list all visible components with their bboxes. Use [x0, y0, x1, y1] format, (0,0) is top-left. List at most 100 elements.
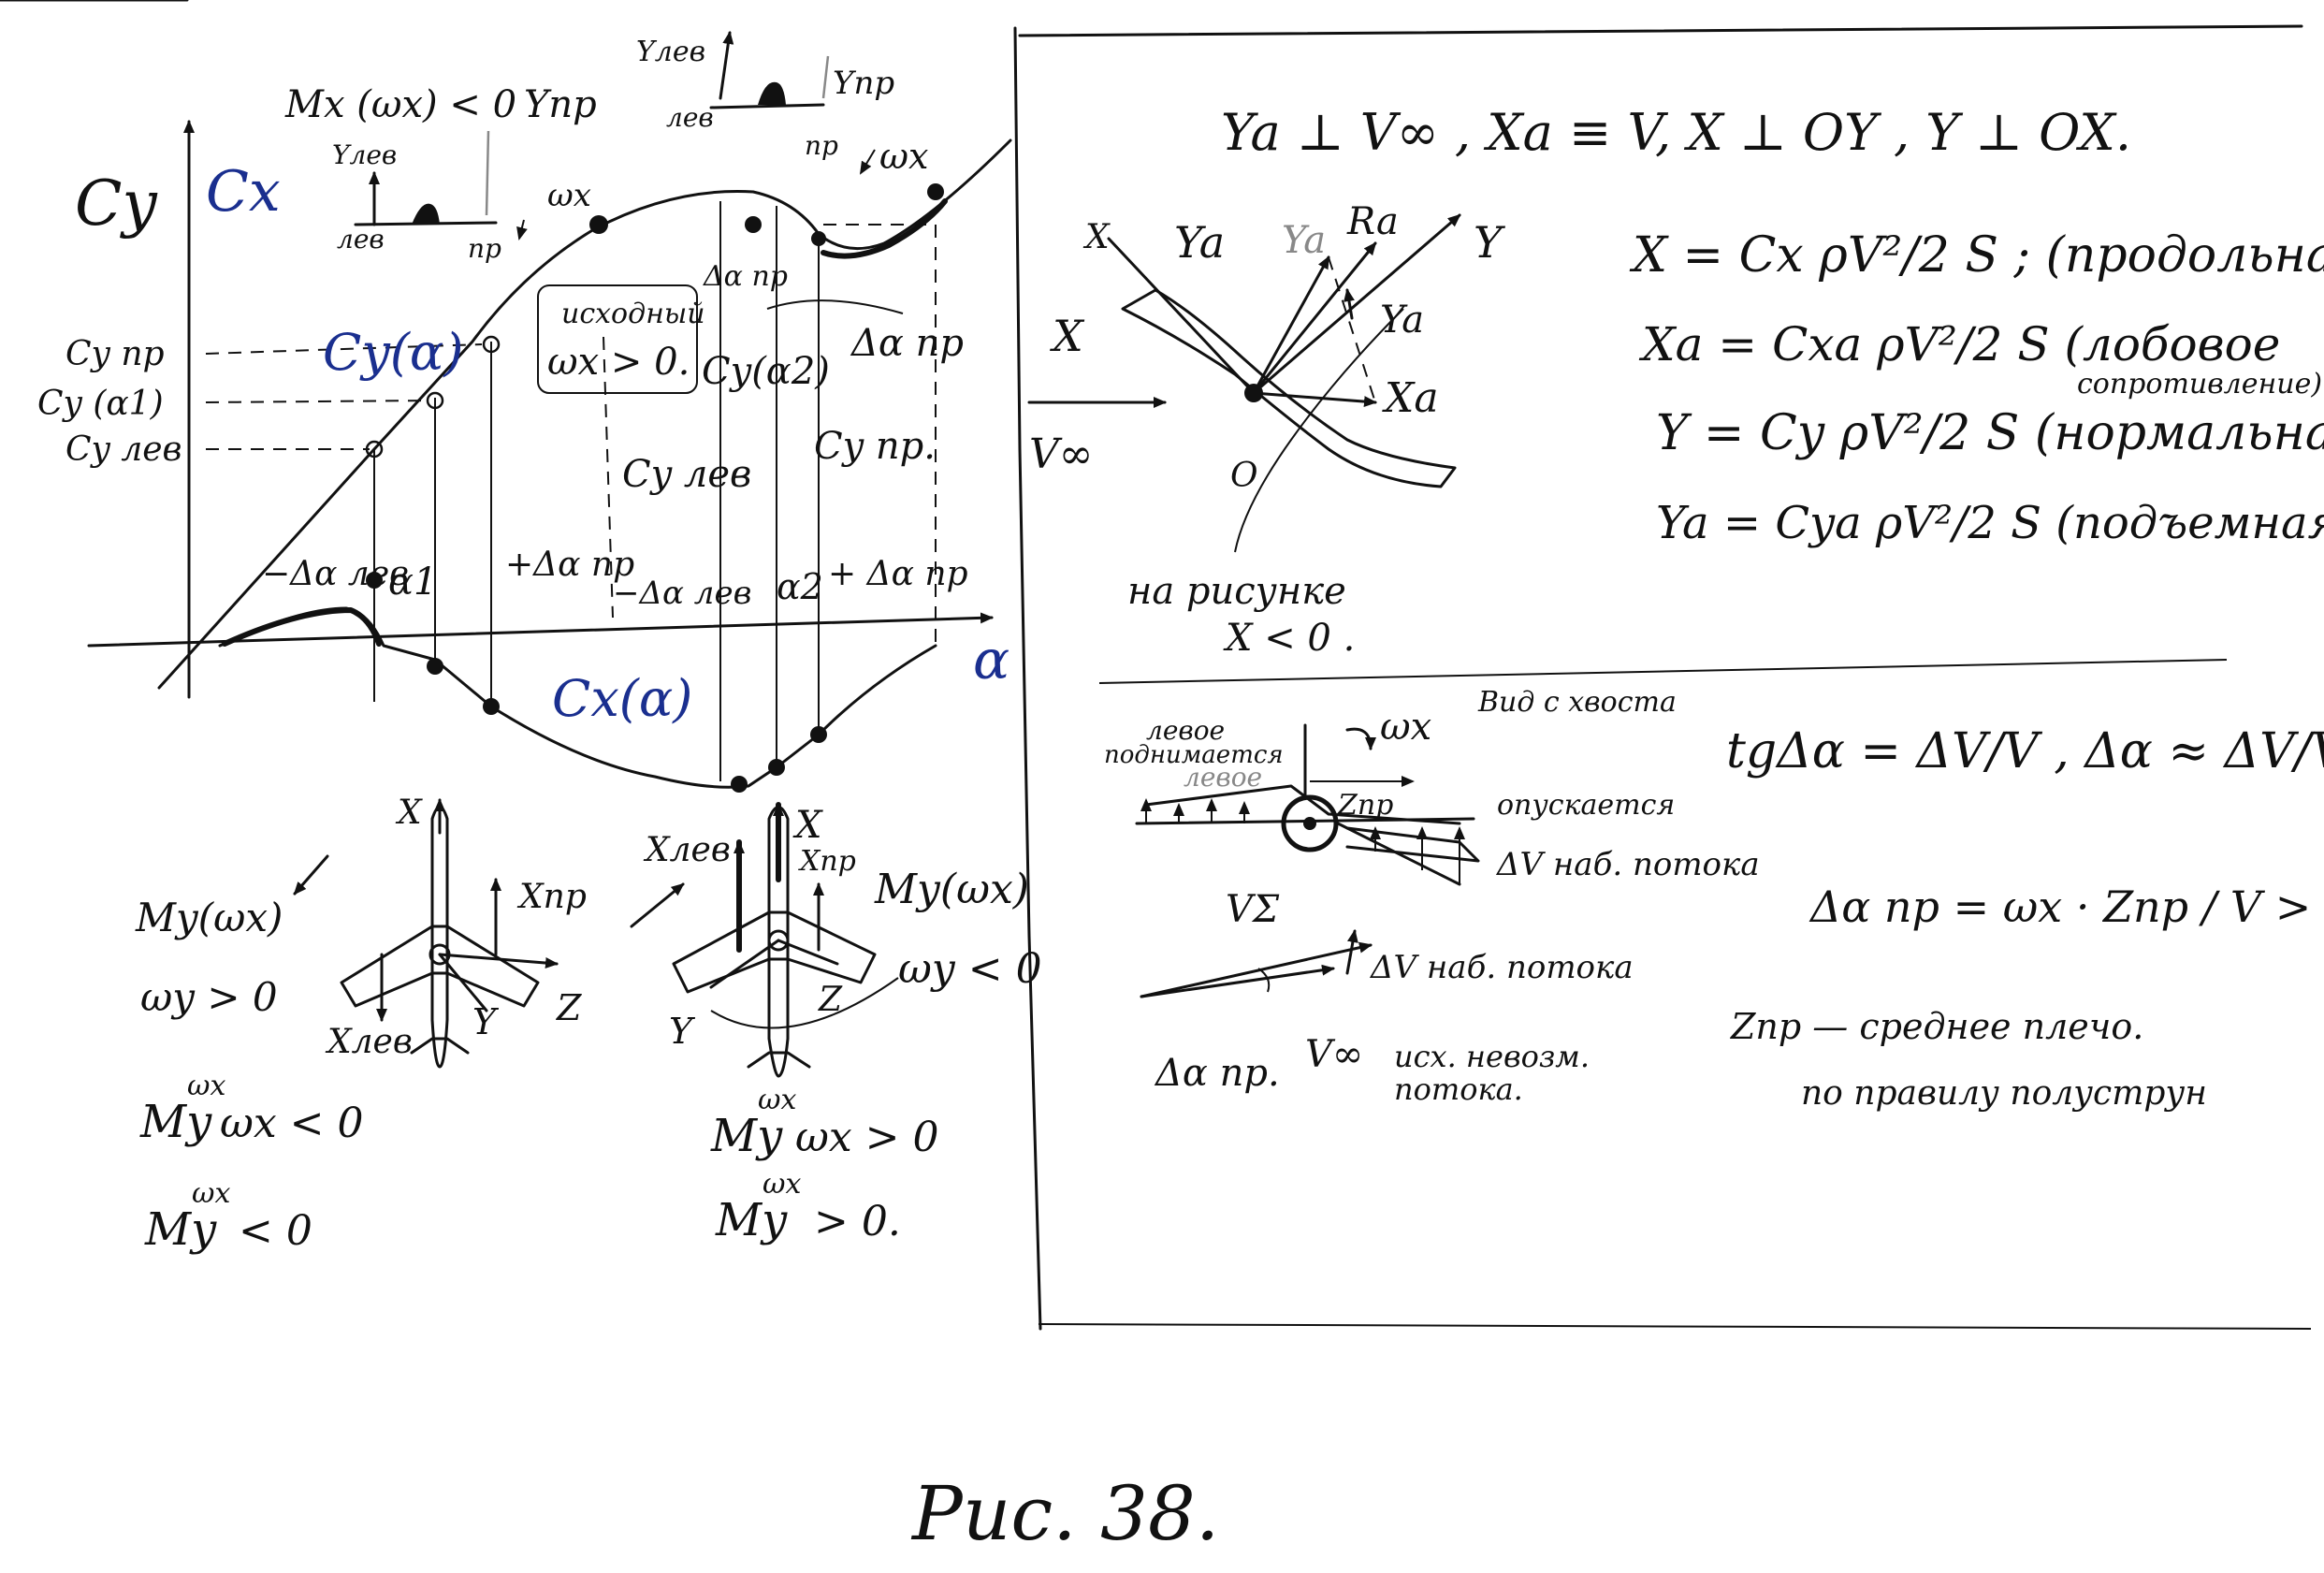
vector-relations-header: Ya ⊥ V∞ , Xa ≡ V, X ⊥ OY , Y ⊥ OX.	[1221, 103, 2131, 162]
figure-caption: Рис. 38.	[910, 1470, 1219, 1557]
delta-alpha-np-eq: Δα пр = ωx · Zпр / V > 0	[1808, 881, 2324, 932]
plane-right-x: X	[792, 804, 823, 847]
alpha2-label: α2	[777, 566, 823, 607]
fig-ra-label: Ra	[1346, 200, 1399, 243]
plane-left-wy: ωy > 0	[140, 974, 278, 1020]
fig-y-label: Y	[1474, 217, 1506, 268]
axis-label-cx: Cx	[206, 159, 281, 225]
plane-left-my: My(ωx)	[135, 895, 283, 940]
moment-mx-label: Mx (ωx) < 0	[284, 83, 516, 126]
plane-left	[293, 798, 559, 1069]
rule-note: по правилу полуструн	[1801, 1074, 2207, 1113]
delta-alpha-np-label: Δα пр	[703, 260, 788, 293]
middle-divider	[1098, 659, 2228, 684]
plane-right-wy: ωy < 0	[898, 945, 1042, 993]
cy-alpha2-label: Cy(α2)	[702, 350, 830, 393]
y-lev-label-2: Yлев	[636, 36, 705, 68]
isx-box-line1: исходный	[561, 298, 705, 330]
delta-alpha-np-small: Δα пр.	[1154, 1052, 1280, 1095]
plane-left-my2-tail: < 0	[239, 1207, 312, 1255]
left-rises-1: левое	[1146, 715, 1225, 746]
delta-alpha-np-label-2: Δα пр	[850, 322, 964, 365]
plane-right-my: My(ωx)	[874, 866, 1029, 913]
plane-left-x-np: Xпр	[516, 878, 587, 916]
plane-left-my-wx-sup: ωx	[187, 1070, 225, 1102]
dv-flow-label-2: ΔV наб. потока	[1369, 949, 1634, 986]
np-label: пр	[468, 233, 501, 264]
plane-right-z: Z	[818, 981, 843, 1019]
cy-np-label: Cy пр.	[814, 425, 936, 468]
rear-omega-x: ωx	[1380, 706, 1431, 749]
plane-left-my-wx-tail: ωx < 0	[220, 1100, 364, 1147]
left-rises-3: левое	[1184, 762, 1262, 793]
alpha1-label: α1	[388, 561, 437, 604]
tg-delta-alpha-eq: tgΔα = ΔV/V , Δα ≈ ΔV/V	[1726, 723, 2324, 779]
plus-delta-alpha-np-label-2: + Δα пр	[828, 555, 968, 593]
vertical-divider	[1013, 26, 1042, 1331]
omega-x-label-2: ωx	[879, 136, 928, 177]
plane-left-z: Z	[556, 987, 582, 1028]
equation-ya: Ya = Cya ρV²/2 S (подъемная)	[1656, 497, 2324, 549]
velocity-triangle	[1140, 929, 1373, 998]
cy-tick-np: Cy пр	[65, 335, 165, 373]
plane-right-my2-tail: > 0.	[814, 1198, 901, 1245]
fig-x-label: X	[1082, 218, 1111, 256]
rear-z-np: Zпр	[1337, 789, 1393, 822]
rear-dv-flow: ΔV наб. потока	[1495, 846, 1760, 883]
plane-right-my2-sup: ωx	[763, 1168, 801, 1201]
cy-lev-label: Cy лев	[622, 453, 751, 496]
plane-right-x-np: Xпр	[798, 845, 856, 878]
isx-flow-1: исх. невозм.	[1394, 1039, 1590, 1074]
axis-label-cy: Cy	[75, 167, 157, 240]
top-divider	[1018, 24, 2303, 37]
plane-right-x-lev: Xлев	[643, 831, 731, 869]
cy-curve	[157, 138, 1012, 690]
view-from-tail: Вид с хвоста	[1477, 686, 1677, 719]
fig-xbar-label: X	[1050, 311, 1085, 361]
z-np-note: Zпр — среднее плечо.	[1730, 1006, 2143, 1047]
isx-box-line2: ωx > 0.	[547, 341, 690, 384]
plane-right-y: Y	[669, 1011, 696, 1052]
plane-left-my2: My	[144, 1203, 217, 1256]
wing-sketch-right	[709, 31, 876, 175]
plane-left-my2-sup: ωx	[192, 1177, 230, 1210]
cy-tick-alpha1: Cy (α1)	[37, 385, 164, 423]
fig-o-label: O	[1230, 457, 1258, 495]
left-rises-2: поднимается	[1104, 741, 1284, 769]
v-sigma-label: VΣ	[1226, 888, 1280, 931]
plane-left-my-wx: My	[139, 1096, 212, 1148]
minus-delta-alpha-lev-label: −Δα лев	[262, 555, 409, 593]
plane-right	[630, 802, 899, 1078]
plane-right-my2: My	[715, 1194, 788, 1246]
rear-drops: опускается	[1497, 789, 1675, 822]
equation-y: Y = Cy ρV²/2 S (нормальная)	[1656, 405, 2324, 461]
isx-flow-2: потока.	[1394, 1071, 1523, 1107]
v-inf-small: V∞	[1305, 1033, 1363, 1076]
isx-box	[537, 284, 698, 394]
fig-ya2-label: Ya	[1282, 219, 1326, 262]
plane-right-my-wx: My	[710, 1110, 783, 1162]
bottom-divider	[1038, 1323, 2312, 1330]
lev-label: лев	[337, 224, 385, 255]
cx-alpha-label: Cx(α)	[552, 669, 692, 728]
plus-delta-alpha-np-label: +Δα пр	[505, 546, 634, 584]
equation-xa-note: сопротивление)	[2077, 368, 2322, 401]
y-np-label: Yпр	[524, 83, 597, 126]
plane-right-my-wx-tail: ωx > 0	[795, 1114, 939, 1161]
cy-cx-graph: Cy Cx α Cy(α) Cx(α) Cy пр Cy (α1) Cy лев…	[0, 0, 1012, 793]
plane-left-y: Y	[472, 1001, 500, 1042]
plane-right-my-wx-sup: ωx	[758, 1084, 796, 1116]
cy-tick-lev: Cy лев	[65, 430, 182, 469]
x-axis	[87, 612, 994, 648]
fig-ya3-label: Ya	[1380, 299, 1424, 342]
y-lev-label: Yлев	[332, 139, 397, 170]
wing-sketch-left	[354, 130, 528, 240]
equation-xa: Xa = Cxa ρV²/2 S (лобовое	[1638, 317, 2280, 371]
np-label-2: пр	[805, 130, 838, 161]
note-x-lt-0: X < 0 .	[1223, 617, 1355, 660]
cy-alpha-label: Cy(α)	[323, 323, 463, 382]
equation-x: X = Cx ρV²/2 S ; (продольная)	[1629, 227, 2324, 284]
fig-vinf-label: V∞	[1029, 430, 1093, 478]
lev-label-2: лев	[666, 102, 714, 133]
